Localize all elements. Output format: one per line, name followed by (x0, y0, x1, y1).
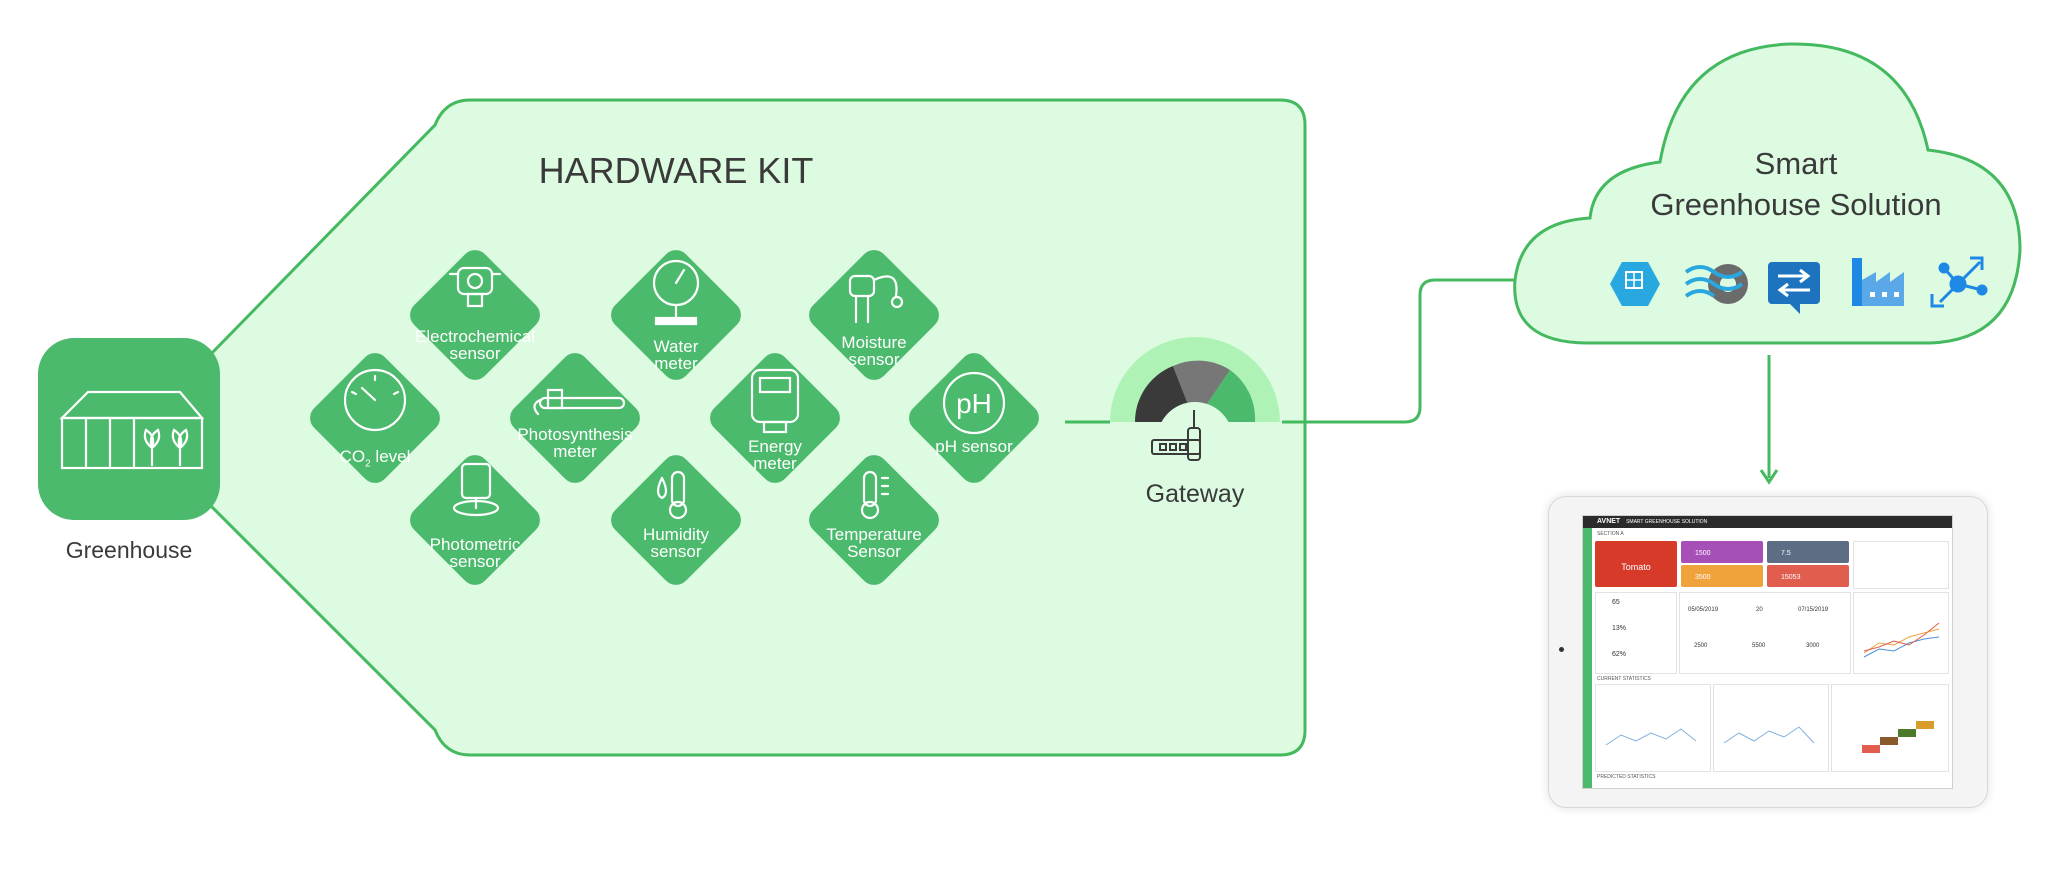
dashboard-screen[interactable]: AVNET SMART GREENHOUSE SOLUTION SECTION … (1582, 515, 1953, 789)
water-meter-icon (652, 259, 700, 326)
sensor-panel: 65 13% 62% (1595, 592, 1677, 674)
router-icon (1151, 410, 1201, 461)
sensor-icons: pH (343, 259, 1006, 520)
stat-tile-4: 15053 (1767, 565, 1849, 587)
electrochemical-sensor-icon (448, 266, 502, 308)
label-co2: CO2 level (339, 447, 411, 470)
stage-chart-panel (1831, 684, 1949, 772)
sensor-diamonds (301, 241, 1047, 593)
diamond-humidity[interactable] (602, 446, 749, 593)
cloud-title-line1: Smart (1755, 146, 1838, 181)
ph-sensor-icon: pH (942, 371, 1006, 435)
diamond-photosynthesis[interactable] (501, 344, 648, 491)
dashboard-brand: AVNET (1597, 518, 1621, 525)
water-chart-panel (1713, 684, 1829, 772)
energy-meter-icon (750, 368, 800, 434)
energy-chart-panel (1595, 684, 1711, 772)
gateway-gauge (1110, 337, 1280, 478)
dashboard-app-title: SMART GREENHOUSE SOLUTION (1626, 519, 1708, 525)
stat-tile-3: 3500 (1681, 565, 1763, 587)
stat-tile-1: 1500 (1681, 541, 1763, 563)
dashboard-tablet: AVNET SMART GREENHOUSE SOLUTION SECTION … (1548, 496, 1988, 808)
legend-panel (1853, 541, 1949, 589)
temperature-sensor-icon (860, 470, 890, 520)
grid-hexagon-icon (1610, 262, 1660, 306)
tablet-home-button[interactable] (1559, 647, 1564, 652)
diamond-ph[interactable] (900, 344, 1047, 491)
crop-tile[interactable]: Tomato (1595, 541, 1677, 587)
co2-gauge-icon (343, 368, 407, 432)
label-ph: pH sensor (935, 437, 1013, 456)
dashboard-sidebar[interactable] (1583, 528, 1592, 788)
gateway-label: Gateway (1146, 480, 1245, 508)
network-hub-icon (1930, 256, 1988, 308)
arrow-head (1759, 469, 1779, 485)
greenhouse-tile[interactable] (38, 338, 220, 520)
svg-text:pH: pH (956, 388, 992, 419)
diamond-co2[interactable] (301, 344, 448, 491)
cloud-title-line2: Greenhouse Solution (1650, 187, 1941, 222)
photometric-sensor-icon (452, 462, 500, 517)
messaging-icon (1768, 262, 1820, 314)
stream-gear-icon (1684, 264, 1748, 304)
dashboard-topbar: AVNET SMART GREENHOUSE SOLUTION (1583, 516, 1952, 528)
moisture-sensor-icon (848, 274, 904, 324)
predicted-stats-title: PREDICTED STATISTICS (1597, 774, 1656, 780)
dates-panel: 05/05/2019 20 07/15/2019 2500 5500 3000 (1679, 592, 1851, 674)
diamond-photometric[interactable] (401, 446, 548, 593)
diamond-energy[interactable] (701, 344, 848, 491)
trend-chart-panel (1853, 592, 1949, 674)
greenhouse-icon (59, 390, 205, 470)
dashboard-section: SECTION A (1597, 531, 1624, 537)
current-stats-title: CURRENT STATISTICS (1597, 676, 1651, 682)
greenhouse-label: Greenhouse (66, 537, 193, 563)
diamond-electrochemical[interactable] (401, 241, 548, 388)
photosynthesis-meter-icon (533, 388, 626, 416)
diamond-temperature[interactable] (800, 446, 947, 593)
stat-tile-2: 7.5 (1767, 541, 1849, 563)
humidity-sensor-icon (656, 470, 688, 520)
hardware-kit-title: HARDWARE KIT (539, 150, 814, 191)
factory-icon (1852, 258, 1904, 306)
link-gateway-cloud (1282, 278, 1515, 424)
diamond-moisture[interactable] (800, 241, 947, 388)
